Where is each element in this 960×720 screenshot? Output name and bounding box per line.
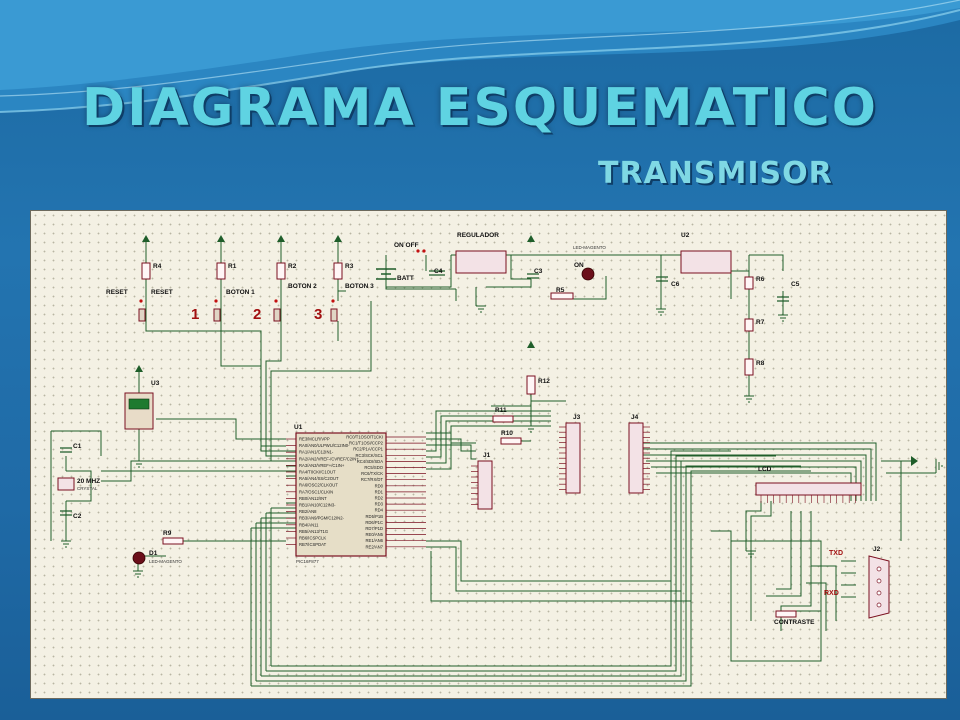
r4-label: R4 [153, 263, 162, 270]
lcd-label: LCD [758, 466, 772, 473]
u1-pin-label: RE1/AN6 [366, 538, 384, 543]
u1-pin-label: RE0/AN5 [366, 532, 384, 537]
u1-pin-label: RA6/OSC2/CLKOUT [299, 483, 338, 488]
u1-pin-label: RC3/SCK/SCL [356, 453, 384, 458]
boton1-label: BOTON 1 [226, 289, 255, 296]
on-label: ON [574, 262, 584, 269]
u1-pin-label: RD5/P1B [366, 514, 384, 519]
j1-label: J1 [483, 452, 491, 459]
r1-label: R1 [228, 263, 237, 270]
u1-pin-label: RD2 [375, 496, 384, 501]
u1-pin-label: RD6/P1C [365, 520, 383, 525]
regulador-label: REGULADOR [457, 232, 499, 239]
r5-label: R5 [556, 287, 565, 294]
page-title: DIAGRAMA ESQUEMATICO [82, 78, 878, 138]
batt-label: BATT [397, 275, 414, 282]
r11-label: R11 [495, 407, 507, 414]
j3-label: J3 [573, 414, 581, 421]
r8-label: R8 [756, 360, 765, 367]
u1-pin-label: RD0 [375, 483, 384, 488]
u1-pin-label: RA0/AN0/ULPWU/C12IN0- [299, 443, 350, 448]
u1-pin-label: RB3/AN9/PGM/C12IN2- [299, 516, 345, 521]
u1-pin-label: RB7/ICSPDAT [299, 542, 327, 547]
r10-label: R10 [501, 430, 513, 437]
reset-label-right: RESET [151, 289, 173, 296]
j2-label: J2 [873, 546, 881, 553]
d1-label: D1 [149, 550, 158, 557]
u3-label: U3 [151, 380, 160, 387]
r7-label: R7 [756, 319, 765, 326]
u1-pin-label: RA5/AN4/SS/C2OUT [299, 476, 339, 481]
c5-label: C5 [791, 281, 800, 288]
u1-pin-label: RC4/SDI/SDA [357, 459, 384, 464]
onoff-label: ON OFF [394, 242, 419, 249]
reset-label-left: RESET [106, 289, 128, 296]
u1-pin-label: RD1 [375, 489, 384, 494]
c2-label: C2 [73, 513, 82, 520]
u1-pin-label: RB5/AN13/T1G [299, 529, 328, 534]
button-number-2: 2 [253, 306, 261, 323]
c3-label: C3 [534, 268, 543, 275]
page-subtitle: TRANSMISOR [598, 156, 833, 191]
u1-pin-label: RB6/ICSPCLK [299, 536, 326, 541]
u1-pin-label: RA4/T0CKI/C1OUT [299, 470, 336, 475]
txd-label: TXD [829, 550, 843, 557]
u1-pin-label: RA2/AN2/VREF-/CVREF/C2IN+ [299, 456, 359, 461]
r3-label: R3 [345, 263, 354, 270]
u1-pin-label: RC7/RX/DT [361, 477, 384, 482]
contraste-label: CONTRASTE [774, 619, 815, 626]
u1-pin-label: RE3/MCLR/VPP [299, 437, 330, 442]
u1-pin-label: RC2/P1A/CCP1 [353, 447, 383, 452]
button-number-1: 1 [191, 306, 199, 323]
r2-label: R2 [288, 263, 297, 270]
led-top-part: LED-MAGENTO [573, 245, 606, 250]
u1-pin-label: RC0/T1OSO/T1CKI [346, 435, 383, 440]
u1-pin-label: RA3/AN3/VREF+/C1IN+ [299, 463, 345, 468]
u1-label: U1 [294, 424, 303, 431]
c4-label: C4 [434, 268, 443, 275]
u1-pin-label: RB4/AN11 [299, 522, 319, 527]
boton2-label: BOTON 2 [288, 283, 317, 290]
u1-pin-label: RC6/TX/CK [361, 471, 383, 476]
u1-pin-label: RD3 [375, 502, 384, 507]
u1-pin-label: RA1/AN1/C12IN1- [299, 450, 334, 455]
u1-pin-label: RB2/AN8 [299, 509, 317, 514]
c1-label: C1 [73, 443, 82, 450]
u1-pin-label: RD7/P1D [365, 526, 383, 531]
u1-right-pin-labels: RC0/T1OSO/T1CKIRC1/T1OSI/CCP2RC2/P1A/CCP… [346, 435, 426, 549]
u1-part: PIC16F877 [296, 559, 319, 564]
j4-label: J4 [631, 414, 639, 421]
c6-label: C6 [671, 281, 680, 288]
r6-label: R6 [756, 276, 765, 283]
u1-pin-label: RE2/AN7 [366, 544, 384, 549]
boton3-label: BOTON 3 [345, 283, 374, 290]
u1-pin-label: RA7/OSC1/CLKIN [299, 489, 333, 494]
r9-label: R9 [163, 530, 172, 537]
button-number-3: 3 [314, 306, 322, 323]
rxd-label: RXD [824, 590, 839, 597]
header-wave-decoration [0, 0, 960, 113]
u1-pin-label: RB1/AN10/C12IN3- [299, 503, 336, 508]
crystal-label: 20 MHZ [77, 478, 100, 485]
r12-label: R12 [538, 378, 550, 385]
d1-part: LED-MAGENTO [149, 559, 182, 564]
u1-pin-label: RB0/AN12/INT [299, 496, 327, 501]
crystal-part: CRYSTAL [77, 486, 98, 491]
u1-pin-label: RC1/T1OSI/CCP2 [349, 441, 384, 446]
u1-pin-label: RC5/SDO [364, 465, 383, 470]
u2-label: U2 [681, 232, 690, 239]
u1-pin-label: RD4 [375, 508, 384, 513]
